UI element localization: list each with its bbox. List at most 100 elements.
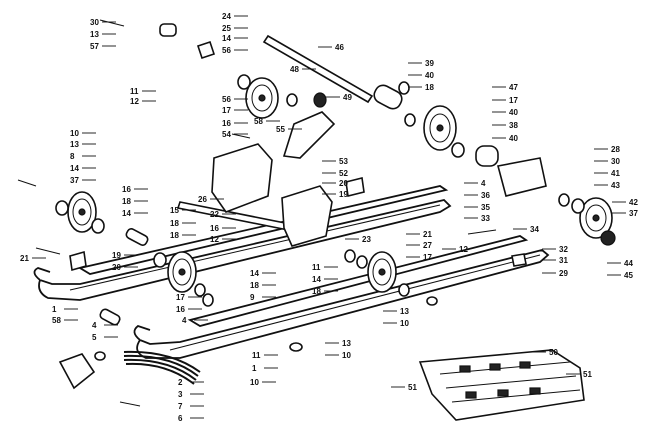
callout-18: 18 xyxy=(425,83,434,92)
callout-16: 16 xyxy=(222,119,231,128)
callout-2: 2 xyxy=(178,378,183,387)
callout-41: 41 xyxy=(611,169,620,178)
bolts xyxy=(17,19,497,407)
callout-35: 35 xyxy=(481,203,490,212)
callout-14: 14 xyxy=(250,269,259,278)
callout-46: 46 xyxy=(335,43,344,52)
callout-32: 32 xyxy=(559,245,568,254)
callout-40: 40 xyxy=(509,134,518,143)
upper-idler-wheel xyxy=(245,77,279,119)
center-idler-wheel xyxy=(367,251,397,293)
right-upper-rail xyxy=(187,235,529,327)
callout-26: 26 xyxy=(198,195,207,204)
callout-10: 10 xyxy=(250,378,259,387)
callout-40: 40 xyxy=(425,71,434,80)
callout-17: 17 xyxy=(222,106,231,115)
callout-28: 28 xyxy=(611,145,620,154)
callout-51: 51 xyxy=(583,370,592,379)
callout-20: 20 xyxy=(339,179,348,188)
callout-14: 14 xyxy=(222,34,231,43)
callout-4: 4 xyxy=(182,316,187,325)
callout-10: 10 xyxy=(400,319,409,328)
callout-17: 17 xyxy=(509,96,518,105)
callout-39: 39 xyxy=(425,59,434,68)
callout-47: 47 xyxy=(509,83,518,92)
callout-17: 17 xyxy=(423,253,432,262)
callout-55: 55 xyxy=(276,125,285,134)
callout-57: 57 xyxy=(90,42,99,51)
callout-10: 10 xyxy=(342,351,351,360)
callout-18: 18 xyxy=(312,287,321,296)
callout-5: 5 xyxy=(92,333,97,342)
callout-13: 13 xyxy=(400,307,409,316)
callout-42: 42 xyxy=(629,198,638,207)
wear-strip xyxy=(123,350,201,385)
callout-17: 17 xyxy=(176,293,185,302)
front-right-idler-wheel xyxy=(167,251,197,293)
rear-bracket-plate xyxy=(497,157,547,197)
callout-18: 18 xyxy=(170,219,179,228)
callout-43: 43 xyxy=(611,181,620,190)
callout-4: 4 xyxy=(92,321,97,330)
callout-11: 11 xyxy=(312,263,321,272)
callout-21: 21 xyxy=(423,230,432,239)
callout-16: 16 xyxy=(122,185,131,194)
callout-58: 58 xyxy=(52,316,61,325)
spring-blocks xyxy=(69,40,527,272)
callout-34: 34 xyxy=(530,225,539,234)
callout-53: 53 xyxy=(339,157,348,166)
callout-27: 27 xyxy=(423,241,432,250)
callout-10: 10 xyxy=(70,129,79,138)
callout-14: 14 xyxy=(312,275,321,284)
callout-9: 9 xyxy=(250,293,255,302)
callout-50: 50 xyxy=(549,348,558,357)
front-arm-brackets xyxy=(211,143,333,247)
callout-13: 13 xyxy=(90,30,99,39)
bearings-washers xyxy=(55,74,616,361)
callout-33: 33 xyxy=(481,214,490,223)
callout-13: 13 xyxy=(70,140,79,149)
callout-19: 19 xyxy=(112,251,121,260)
callout-48: 48 xyxy=(290,65,299,74)
callout-3: 3 xyxy=(178,390,183,399)
callout-1: 1 xyxy=(52,305,57,314)
callout-36: 36 xyxy=(481,191,490,200)
callout-24: 24 xyxy=(222,12,231,21)
callout-6: 6 xyxy=(178,414,183,423)
callout-37: 37 xyxy=(629,209,638,218)
callout-31: 31 xyxy=(559,256,568,265)
callout-18: 18 xyxy=(250,281,259,290)
callout-15: 15 xyxy=(170,206,179,215)
callout-11: 11 xyxy=(130,87,139,96)
callout-11: 11 xyxy=(252,351,261,360)
callout-30: 30 xyxy=(90,18,99,27)
callout-4: 4 xyxy=(481,179,486,188)
callout-14: 14 xyxy=(70,164,79,173)
callout-51: 51 xyxy=(408,383,417,392)
rear-axle-shaft xyxy=(262,34,374,104)
callout-18: 18 xyxy=(170,231,179,240)
callout-44: 44 xyxy=(624,259,633,268)
callout-45: 45 xyxy=(624,271,633,280)
callout-37: 37 xyxy=(70,176,79,185)
callout-21: 21 xyxy=(20,254,29,263)
callout-29: 29 xyxy=(559,269,568,278)
callout-18: 18 xyxy=(122,197,131,206)
callout-12: 12 xyxy=(210,235,219,244)
callout-40: 40 xyxy=(509,108,518,117)
rear-right-idler-wheel xyxy=(579,197,613,239)
callout-25: 25 xyxy=(222,24,231,33)
callout-30: 30 xyxy=(611,157,620,166)
callout-12: 12 xyxy=(459,245,468,254)
callout-12: 12 xyxy=(130,97,139,106)
front-left-idler-wheel xyxy=(67,191,97,233)
callout-49: 49 xyxy=(343,93,352,102)
front-bumper-block xyxy=(58,353,96,390)
track-clip-assembly xyxy=(418,349,585,421)
rear-arm xyxy=(282,111,336,159)
spacer-sleeves xyxy=(99,23,499,326)
callout-38: 38 xyxy=(509,121,518,130)
callout-19: 19 xyxy=(339,190,348,199)
